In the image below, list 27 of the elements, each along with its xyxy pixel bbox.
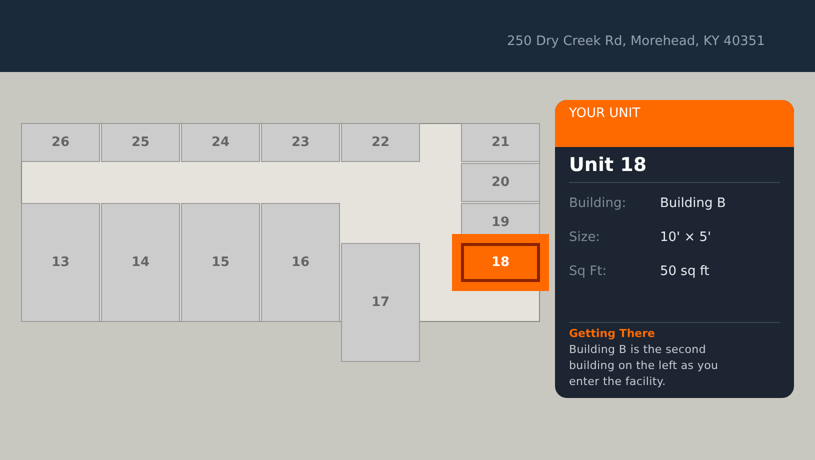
field-label: Size: (569, 230, 600, 246)
storage-unit: 22 (341, 123, 420, 162)
storage-unit: 17 (341, 243, 420, 362)
header-bar (0, 0, 815, 72)
field-value: Building B (660, 196, 726, 212)
storage-unit: 14 (101, 203, 180, 322)
storage-unit: 19 (461, 203, 540, 234)
storage-unit: 20 (461, 163, 540, 202)
section-heading: Getting There (569, 327, 655, 341)
field-label: Sq Ft: (569, 264, 607, 280)
field-value: 50 sq ft (660, 264, 710, 280)
field-value: 10' × 5' (660, 230, 712, 246)
storage-unit: 21 (461, 123, 540, 162)
storage-unit: 15 (181, 203, 260, 322)
storage-unit: 26 (21, 123, 100, 162)
storage-unit: 13 (21, 203, 100, 322)
storage-unit: 16 (261, 203, 340, 322)
unit-title: Unit 18 (569, 153, 647, 177)
storage-unit: 25 (101, 123, 180, 162)
unit-info-card (555, 100, 794, 398)
storage-unit: 24 (181, 123, 260, 162)
selected-storage-unit: 18 (461, 243, 540, 282)
directions-text: Building B is the second building on the left as you enter the facility. (569, 342, 720, 390)
address-text: 250 Dry Creek Rd, Morehead, KY 40351 (507, 34, 765, 50)
field-label: Building: (569, 196, 626, 212)
storage-unit: 23 (261, 123, 340, 162)
card-header-band: YOUR UNIT (555, 100, 794, 147)
